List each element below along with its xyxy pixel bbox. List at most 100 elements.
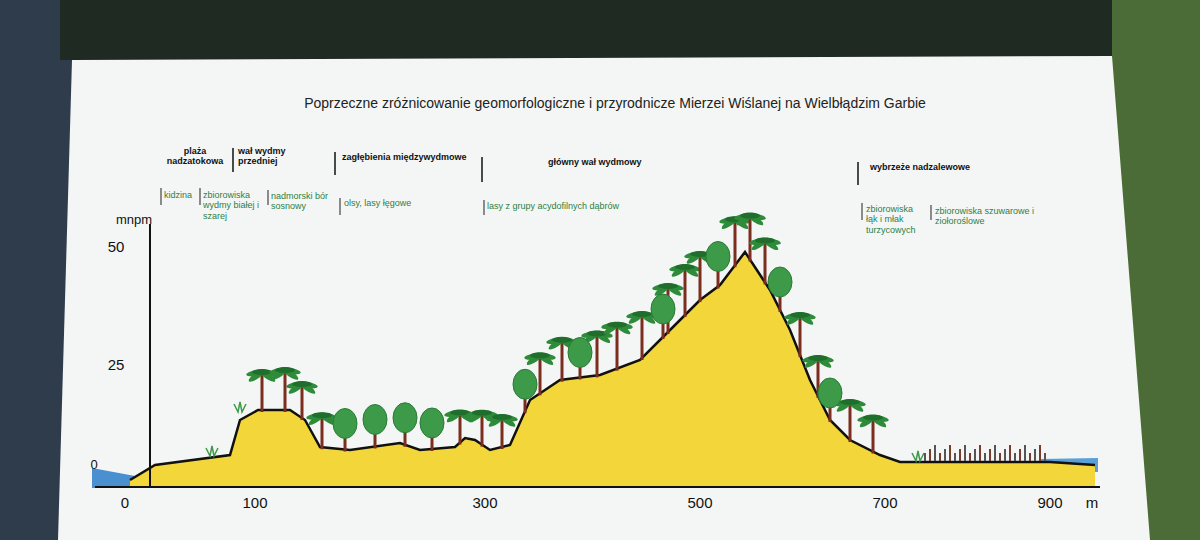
reed: [999, 453, 1001, 461]
vegetation-label: olsy, lasy łęgowe: [344, 198, 411, 208]
deciduous-tree: [363, 405, 387, 449]
deciduous-tree: [333, 409, 357, 452]
deciduous-tree: [651, 294, 675, 339]
pine-crown: [530, 352, 550, 358]
trunk: [481, 413, 484, 447]
pine-crown: [552, 337, 572, 343]
vegetation-label: zbiorowiska łąk i młak turzycowych: [866, 204, 924, 235]
reed: [939, 453, 941, 461]
vegetation-separators: [161, 188, 931, 220]
trunk: [764, 240, 767, 284]
trunk: [301, 384, 304, 420]
vegetation-label: kidzina: [164, 190, 192, 200]
reed: [954, 453, 956, 461]
pine-tree: [734, 211, 767, 262]
trunk: [699, 254, 702, 302]
separator: [857, 162, 859, 185]
pine-crown: [607, 322, 627, 328]
zone-label: zagłębienia międzywydmowe: [342, 152, 467, 162]
tree-crown: [818, 378, 842, 408]
reed: [934, 445, 936, 461]
trunk: [872, 418, 875, 454]
pine-tree: [306, 410, 339, 449]
separator: [334, 152, 336, 175]
deciduous-tree: [706, 242, 730, 289]
pine-tree: [486, 412, 519, 449]
pine-tree: [784, 310, 817, 357]
axis-tick-label: 50: [108, 238, 125, 255]
vegetation-label: zbiorowiska szuwarowe i ziołoroślowe: [935, 206, 1053, 227]
reed: [1014, 453, 1016, 461]
pine-crown: [675, 264, 695, 270]
pine-crown: [658, 283, 678, 289]
title: Poprzeczne zróżnicowanie geomorfologiczn…: [304, 95, 926, 111]
tree-crown: [706, 242, 730, 272]
axis-tick-label: 0: [121, 494, 129, 511]
axis-tick-label: 300: [472, 494, 497, 511]
zone-separators: [233, 148, 858, 185]
trunk: [261, 372, 264, 412]
reed: [924, 453, 926, 461]
y-axis: [149, 224, 151, 488]
trunk: [849, 402, 852, 442]
separator: [481, 157, 483, 182]
trunk: [539, 355, 542, 395]
tree-crown: [420, 408, 444, 438]
tree-crown: [333, 409, 357, 439]
reed: [969, 453, 971, 461]
pine-tree: [652, 281, 685, 334]
trunk: [641, 314, 644, 360]
dune-profile: [130, 252, 1095, 487]
trunk: [616, 325, 619, 371]
grass: [912, 451, 924, 461]
trunk: [459, 413, 462, 445]
pine-tree: [857, 413, 890, 454]
separator: [160, 188, 161, 205]
pine-crown: [840, 399, 860, 405]
tree-crown: [393, 403, 417, 433]
deciduous-tree: [420, 408, 444, 451]
trunk: [284, 370, 287, 412]
axis-unit: m: [1086, 494, 1099, 511]
vegetation-label: lasy z grupy acydofilnych dąbrów: [487, 201, 619, 211]
reed: [959, 449, 961, 461]
zone-label: plaża nadzatokowa: [165, 146, 225, 167]
separator: [339, 198, 340, 215]
reed: [1019, 449, 1021, 461]
reed: [1029, 453, 1031, 461]
separator: [267, 190, 268, 205]
separator: [232, 148, 234, 172]
reed: [1034, 449, 1036, 461]
trunk: [321, 415, 324, 449]
vegetation-label: zbiorowiska wydmy białej i szarej: [203, 190, 265, 221]
pine-crown: [472, 410, 492, 416]
axis-tick-label: 25: [108, 356, 125, 373]
pine-crown: [275, 367, 295, 373]
deciduous-tree: [768, 267, 792, 312]
water-left: [92, 468, 135, 488]
separator: [861, 203, 862, 220]
grass: [234, 402, 246, 412]
axis-tick-label: 0: [90, 458, 97, 473]
deciduous-tree: [393, 403, 417, 447]
zone-label: główny wał wydmowy: [548, 157, 642, 167]
reed: [1024, 445, 1026, 461]
pine-crown: [632, 311, 652, 317]
reed: [979, 445, 981, 461]
board-panel: [58, 56, 1150, 540]
pine-crown: [755, 237, 775, 243]
reed: [994, 445, 996, 461]
reed: [989, 449, 991, 461]
deciduous-tree: [568, 338, 592, 380]
trunk: [596, 333, 599, 377]
pine-crown: [790, 312, 810, 318]
pine-crown: [312, 412, 332, 418]
pine-crown: [492, 414, 512, 420]
axis-tick-label: 700: [872, 494, 897, 511]
axis-unit: mnpm: [116, 213, 152, 228]
reed: [1004, 449, 1006, 461]
separator: [199, 188, 200, 205]
